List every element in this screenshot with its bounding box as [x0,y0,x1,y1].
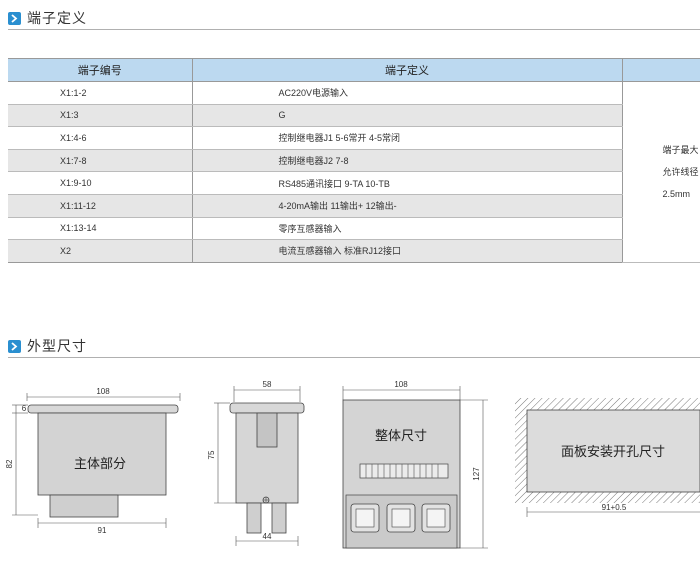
dim-small: 6 [22,404,27,413]
header-terminal-number: 端子编号 [8,58,193,82]
header-terminal-definition: 端子定义 [192,58,623,82]
rear-view: 108 整体尺寸 127 [342,380,488,549]
table-row: X1:7-8 控制继电器J2 7-8 [8,149,700,173]
table-row: X1:13-14 零序互感器输入 [8,217,700,241]
cell-terminal: X1:4-6 [8,126,193,150]
front-label: 主体部分 [74,457,126,472]
cell-definition: AC220V电源输入 [192,81,623,105]
table-row: X2 电流互感器输入 标准RJ12接口 [8,239,700,263]
cell-terminal: X1:13-14 [8,217,193,241]
cell-definition: 控制继电器J1 5-6常开 4-5常闭 [192,126,623,150]
header-note [622,58,700,82]
dim-bottom: 91+0.5 [602,503,627,512]
cell-note: 端子最大 允许线径 2.5mm [622,81,700,263]
cutout-label: 面板安装开孔尺寸 [561,445,665,460]
dim-left: 75 [207,450,216,459]
cutout-view: 面板安装开孔尺寸 91+0.5 [515,398,700,517]
section-title: 端子定义 [27,10,87,26]
table-row: X1:4-6 控制继电器J1 5-6常开 4-5常闭 [8,126,700,150]
cell-definition: 电流互感器输入 标准RJ12接口 [192,239,623,263]
note-line: 允许线径 [662,166,699,177]
table-row: X1:11-12 4-20mA输出 11输出+ 12输出- [8,194,700,218]
rear-label: 整体尺寸 [375,429,427,444]
divider [8,29,700,30]
cell-terminal: X2 [8,239,193,263]
section-header-terminal: 端子定义 [8,8,87,28]
table-row: X1:9-10 RS485通讯接口 9-TA 10-TB [8,171,700,195]
table-header-row: 端子编号 端子定义 [8,58,700,82]
divider [8,357,700,358]
section-title: 外型尺寸 [27,338,87,354]
cell-definition: RS485通讯接口 9-TA 10-TB [192,171,623,195]
dim-top: 108 [394,380,408,389]
chevron-right-icon [8,11,21,25]
dim-top: 108 [96,387,110,396]
note-line: 端子最大 [662,144,699,155]
dimension-drawings: 108 主体部分 6 82 91 58 75 44 [5,380,700,549]
cell-definition: 零序互感器输入 [192,217,623,241]
chevron-right-icon [8,339,21,353]
cell-terminal: X1:7-8 [8,149,193,173]
dim-left: 82 [5,459,14,468]
note-line: 2.5mm [662,188,691,199]
table-row: X1:1-2 AC220V电源输入 端子最大 允许线径 2.5mm [8,81,700,263]
dim-bottom: 91 [98,526,107,535]
side-view: 58 75 44 [207,380,305,546]
cell-definition: G [192,104,623,128]
table-row: X1:3 G [8,104,700,128]
cell-terminal: X1:3 [8,104,193,128]
cell-definition: 控制继电器J2 7-8 [192,149,623,173]
cell-terminal: X1:11-12 [8,194,193,218]
front-view: 108 主体部分 6 82 91 [5,387,181,535]
dim-top: 58 [263,380,272,389]
section-header-dimensions: 外型尺寸 [8,336,87,356]
terminal-table: 端子编号 端子定义 X1:1-2 AC220V电源输入 端子最大 允许线径 2.… [8,58,700,263]
cell-terminal: X1:9-10 [8,171,193,195]
dim-right: 127 [472,467,481,481]
cell-definition: 4-20mA输出 11输出+ 12输出- [192,194,623,218]
cell-terminal: X1:1-2 [8,81,193,105]
dim-bottom: 44 [263,532,272,541]
